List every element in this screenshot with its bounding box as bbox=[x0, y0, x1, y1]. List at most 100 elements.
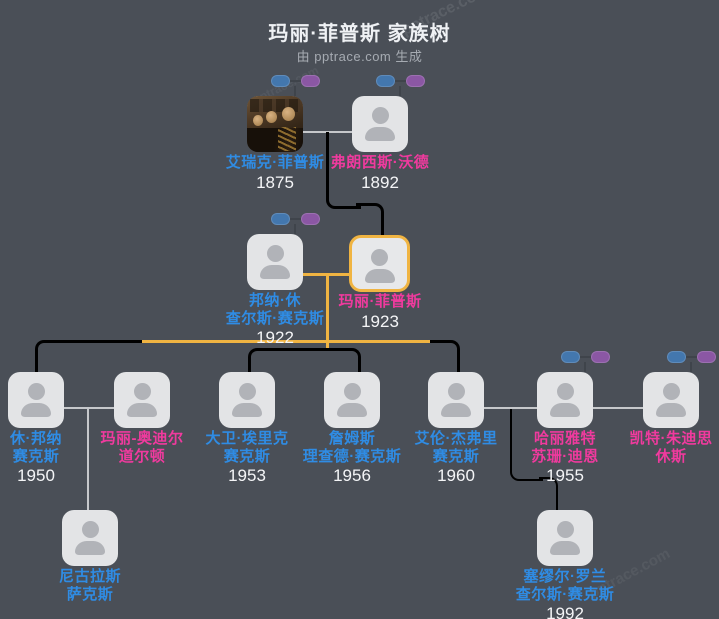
collapsed-parents bbox=[561, 351, 611, 383]
child-line bbox=[510, 409, 543, 481]
birth-year: 1955 bbox=[546, 466, 584, 485]
person-card[interactable] bbox=[349, 235, 410, 292]
birth-year: 1956 bbox=[333, 466, 371, 485]
person-name-line1: 哈丽雅特 bbox=[533, 430, 596, 447]
child-line bbox=[539, 477, 558, 513]
father-chip[interactable] bbox=[376, 75, 395, 87]
person-marie-odile: 玛丽-奥迪尔 道尔顿 bbox=[101, 372, 183, 465]
children-line bbox=[142, 340, 434, 343]
birth-year: 1950 bbox=[17, 466, 55, 485]
person-name-line1: 弗朗西斯·沃德 bbox=[330, 154, 430, 171]
person-card[interactable] bbox=[537, 510, 593, 566]
chip-connector-line bbox=[584, 362, 586, 372]
couple-line bbox=[482, 407, 539, 409]
chip-connector-line bbox=[580, 356, 591, 358]
person-card[interactable] bbox=[62, 510, 118, 566]
avatar-placeholder-icon bbox=[8, 383, 64, 417]
chip-connector-line bbox=[290, 218, 301, 220]
avatar-placeholder-icon bbox=[62, 521, 118, 555]
person-name-line1: 塞缪尔·罗兰 bbox=[523, 568, 607, 585]
mother-chip[interactable] bbox=[406, 75, 425, 87]
person-label: 大卫·埃里克 赛克斯 1953 bbox=[172, 430, 322, 486]
person-card[interactable] bbox=[247, 96, 303, 152]
person-label: 邦纳·休 查尔斯·赛克斯 1922 bbox=[200, 292, 350, 348]
person-nicholas: 尼古拉斯 萨克斯 bbox=[59, 510, 121, 603]
person-name-line2: 理查德·赛克斯 bbox=[302, 447, 402, 465]
person-card[interactable] bbox=[114, 372, 170, 428]
person-james: 詹姆斯 理查德·赛克斯 1956 bbox=[303, 372, 401, 485]
mother-chip[interactable] bbox=[697, 351, 716, 363]
father-chip[interactable] bbox=[271, 213, 290, 225]
collapsed-parents bbox=[271, 213, 321, 245]
person-label: 塞缪尔·罗兰 查尔斯·赛克斯 1992 bbox=[490, 568, 640, 619]
person-name-line1: 凯特·朱迪思 bbox=[629, 430, 713, 447]
avatar-placeholder-icon bbox=[247, 245, 303, 279]
lineage-line bbox=[326, 132, 361, 209]
father-chip[interactable] bbox=[271, 75, 290, 87]
mother-chip[interactable] bbox=[301, 213, 320, 225]
person-card[interactable] bbox=[219, 372, 275, 428]
page-title: 玛丽·菲普斯 家族树 bbox=[268, 23, 451, 45]
lineage-line bbox=[356, 203, 384, 240]
chip-connector-line bbox=[690, 362, 692, 372]
avatar-placeholder-icon bbox=[219, 383, 275, 417]
person-name-line1: 玛丽-奥迪尔 bbox=[100, 430, 184, 447]
avatar-placeholder-icon bbox=[428, 383, 484, 417]
person-name-line1: 尼古拉斯 bbox=[58, 568, 121, 585]
person-label: 休·邦纳 赛克斯 1950 bbox=[0, 430, 111, 486]
collapsed-parents bbox=[376, 75, 426, 107]
person-label: 詹姆斯 理查德·赛克斯 1956 bbox=[277, 430, 427, 486]
child-line bbox=[87, 409, 89, 510]
person-hugh: 休·邦纳 赛克斯 1950 bbox=[8, 372, 64, 485]
person-name-line2: 赛克斯 bbox=[432, 447, 480, 465]
avatar-placeholder-icon bbox=[537, 521, 593, 555]
person-name-line2: 道尔顿 bbox=[118, 447, 166, 465]
avatar-placeholder-icon bbox=[352, 249, 407, 283]
avatar-placeholder-icon bbox=[643, 383, 699, 417]
person-card[interactable] bbox=[247, 234, 303, 290]
person-label: 艾伦·杰弗里 赛克斯 1960 bbox=[381, 430, 531, 486]
birth-year: 1922 bbox=[256, 328, 294, 347]
birth-year: 1875 bbox=[256, 172, 294, 192]
mother-chip[interactable] bbox=[301, 75, 320, 87]
person-name-line2: 休斯 bbox=[655, 447, 687, 465]
person-label: 艾瑞克·菲普斯 1875 bbox=[200, 154, 350, 193]
mother-chip[interactable] bbox=[591, 351, 610, 363]
avatar-placeholder-icon bbox=[537, 383, 593, 417]
chip-connector-line bbox=[399, 86, 401, 96]
person-name-line2: 查尔斯·赛克斯 bbox=[225, 309, 325, 327]
person-card[interactable] bbox=[352, 96, 408, 152]
couple-line bbox=[591, 407, 645, 409]
chip-connector-line bbox=[294, 86, 296, 96]
person-card[interactable] bbox=[324, 372, 380, 428]
person-david: 大卫·埃里克 赛克斯 1953 bbox=[206, 372, 288, 485]
person-card[interactable] bbox=[537, 372, 593, 428]
father-chip[interactable] bbox=[561, 351, 580, 363]
person-card[interactable] bbox=[8, 372, 64, 428]
avatar-placeholder-icon bbox=[114, 383, 170, 417]
person-name-line1: 艾伦·杰弗里 bbox=[414, 430, 498, 447]
person-label: 弗朗西斯·沃德 1892 bbox=[305, 154, 455, 193]
chip-connector-line bbox=[395, 80, 406, 82]
person-name-line1: 邦纳·休 bbox=[249, 292, 301, 309]
collapsed-parents bbox=[667, 351, 717, 383]
couple-line bbox=[62, 407, 116, 409]
person-name-line1: 詹姆斯 bbox=[328, 430, 376, 447]
birth-year: 1923 bbox=[361, 311, 399, 331]
children-line bbox=[248, 348, 361, 376]
person-name-line1: 艾瑞克·菲普斯 bbox=[225, 154, 325, 171]
person-harriet: 哈丽雅特 苏珊·迪恩 1955 bbox=[531, 351, 610, 485]
person-name-line2: 萨克斯 bbox=[66, 585, 114, 603]
person-name-line2: 赛克斯 bbox=[223, 447, 271, 465]
person-card[interactable] bbox=[428, 372, 484, 428]
birth-year: 1892 bbox=[361, 172, 399, 192]
person-samuel: 塞缪尔·罗兰 查尔斯·赛克斯 1992 bbox=[516, 510, 614, 619]
avatar-placeholder-icon bbox=[324, 383, 380, 417]
generator-credit: 由 pptrace.com 生成 bbox=[296, 49, 423, 64]
father-chip[interactable] bbox=[667, 351, 686, 363]
person-label: 玛丽-奥迪尔 道尔顿 bbox=[67, 430, 217, 465]
person-card[interactable] bbox=[643, 372, 699, 428]
chip-connector-line bbox=[290, 80, 301, 82]
person-label: 玛丽·菲普斯 1923 bbox=[305, 293, 455, 332]
